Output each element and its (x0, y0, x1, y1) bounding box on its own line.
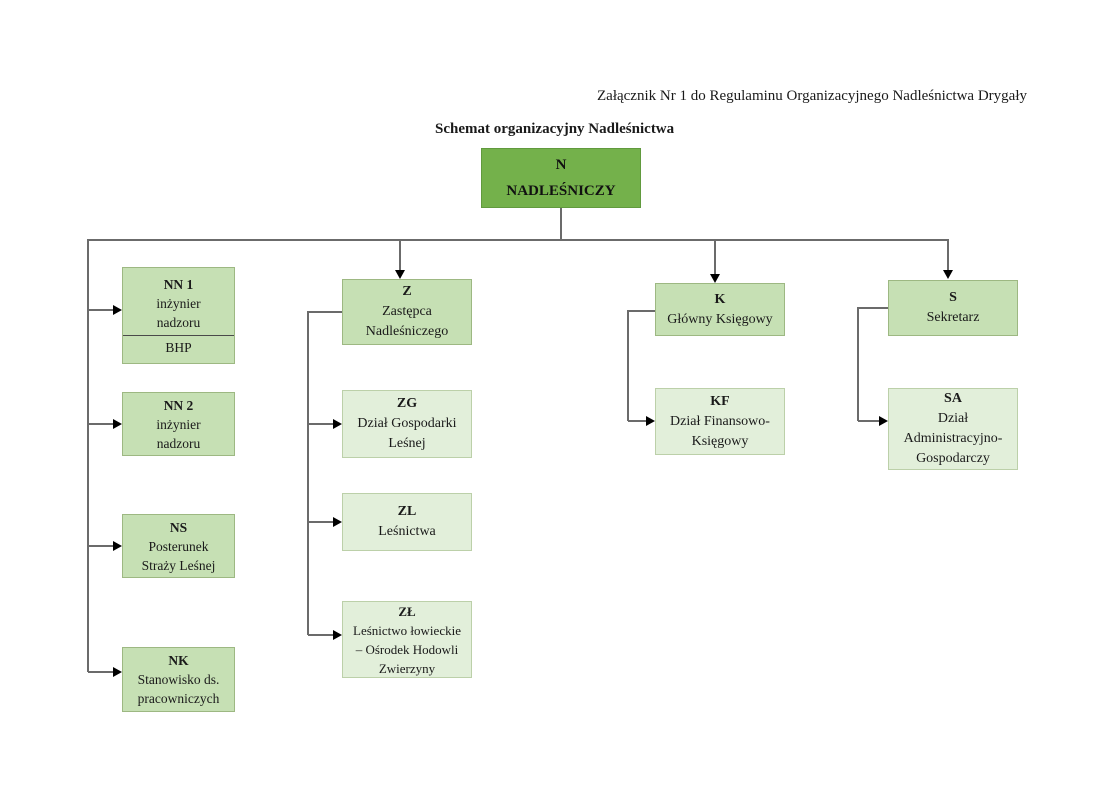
arrowhead-nn2 (113, 419, 122, 429)
arrowhead-sa (879, 416, 888, 426)
node-code: NK (168, 653, 189, 668)
node-code: Z (402, 284, 412, 299)
node-label: nadzoru (156, 314, 201, 330)
node-k: K Główny Księgowy (655, 283, 785, 336)
connector-k-rail (627, 310, 629, 421)
connector-root-drop (560, 208, 562, 241)
node-label: Leśnictwo łowieckie (353, 622, 461, 638)
node-label: Sekretarz (926, 310, 980, 325)
connector-branch-sa (858, 420, 879, 422)
node-label: Księgowy (691, 433, 749, 449)
node-code: SA (944, 391, 962, 406)
node-label: inżynier (156, 416, 201, 432)
node-label: Leśnej (388, 436, 426, 451)
node-z: Z Zastępca Nadleśniczego (342, 279, 472, 345)
connector-s-rail (857, 307, 859, 421)
arrowhead-k (710, 274, 720, 283)
connector-z-rail (307, 311, 309, 635)
connector-branch-kf (628, 420, 646, 422)
node-label: nadzoru (156, 435, 201, 451)
node-nadlesniczy: N NADLEŚNICZY (481, 148, 641, 208)
node-label: Nadleśniczego (365, 324, 449, 339)
node-label: Administracyjno- (903, 431, 1003, 446)
node-label: Stanowisko ds. (137, 672, 220, 687)
node-ns: NS Posterunek Straży Leśnej (122, 514, 235, 578)
node-label: Zastępca (382, 304, 432, 319)
node-label: Dział (937, 411, 969, 426)
node-label: Gospodarczy (916, 451, 990, 466)
connector-branch-nn2 (88, 423, 114, 425)
connector-drop-s (947, 241, 949, 271)
node-label: Główny Księgowy (667, 311, 773, 327)
connector-drop-z (399, 241, 401, 271)
node-code: NN 2 (163, 397, 194, 413)
connector-s-stub (858, 307, 888, 309)
node-nn1: NN 1 inżynier nadzoru BHP (122, 267, 235, 364)
node-code: NS (169, 519, 188, 535)
connector-k-stub (628, 310, 655, 312)
node-label: NADLEŚNICZY (506, 183, 616, 199)
node-code: ZŁ (398, 603, 416, 619)
nn1-divider (123, 334, 234, 336)
node-label: inżynier (156, 295, 201, 311)
node-sa: SA Dział Administracyjno- Gospodarczy (888, 388, 1018, 470)
arrowhead-zlow (333, 630, 342, 640)
node-s: S Sekretarz (888, 280, 1018, 336)
node-code: K (714, 291, 726, 307)
arrowhead-zl (333, 517, 342, 527)
node-code: KF (710, 393, 730, 409)
node-nn2: NN 2 inżynier nadzoru (122, 392, 235, 456)
connector-drop-k (714, 241, 716, 274)
node-label: Posterunek (148, 538, 209, 554)
arrowhead-zg (333, 419, 342, 429)
arrowhead-nn1 (113, 305, 122, 315)
node-code: NN 1 (163, 276, 194, 292)
node-zg: ZG Dział Gospodarki Leśnej (342, 390, 472, 458)
connector-branch-zg (308, 423, 333, 425)
arrowhead-ns (113, 541, 122, 551)
connector-branch-zl (308, 521, 333, 523)
connector-branch-zlow (308, 634, 333, 636)
chart-title: Schemat organizacyjny Nadleśnictwa (435, 121, 675, 137)
connector-branch-nn1 (88, 309, 114, 311)
arrowhead-nk (113, 667, 122, 677)
node-zl: ZL Leśnictwa (342, 493, 472, 551)
node-code: N (555, 157, 567, 173)
node-label: Dział Gospodarki (357, 416, 457, 431)
arrowhead-kf (646, 416, 655, 426)
arrowhead-z (395, 270, 405, 279)
connector-branch-nk (88, 671, 114, 673)
connector-main-horizontal (87, 239, 949, 242)
node-code: ZG (396, 396, 418, 411)
node-code: S (949, 290, 957, 305)
node-label: Leśnictwa (378, 524, 436, 539)
node-sub-label: BHP (165, 339, 192, 355)
connector-branch-ns (88, 545, 114, 547)
arrowhead-s (943, 270, 953, 279)
node-nk: NK Stanowisko ds. pracowniczych (122, 647, 235, 712)
connector-z-stub (308, 311, 342, 313)
node-zlow: ZŁ Leśnictwo łowieckie – Ośrodek Hodowli… (342, 601, 472, 678)
node-code: ZL (397, 504, 417, 519)
attachment-note: Załącznik Nr 1 do Regulaminu Organizacyj… (597, 88, 1027, 104)
node-kf: KF Dział Finansowo- Księgowy (655, 388, 785, 455)
node-label: Straży Leśnej (141, 557, 216, 573)
node-label: Zwierzyny (378, 660, 436, 676)
connector-left-rail (87, 241, 89, 672)
node-label: pracowniczych (137, 691, 220, 706)
node-label: Dział Finansowo- (670, 413, 770, 429)
node-label: – Ośrodek Hodowli (355, 641, 459, 657)
